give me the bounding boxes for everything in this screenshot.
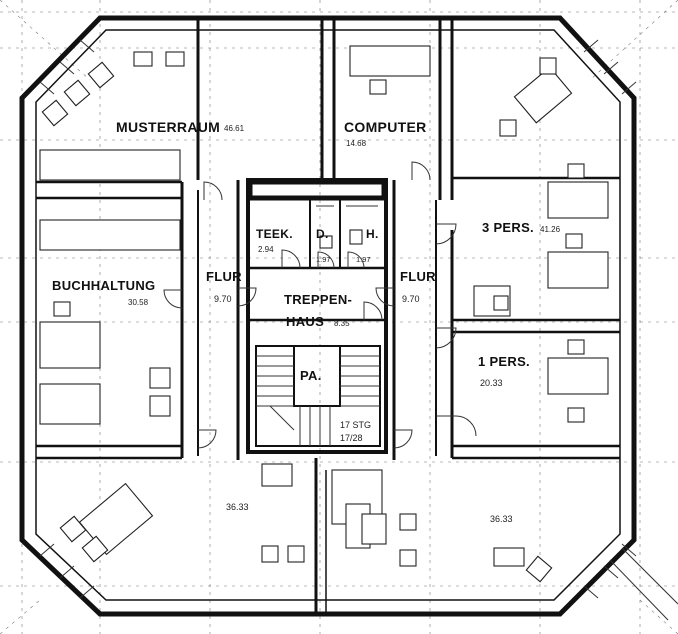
room-name-lift: PA.	[300, 368, 322, 383]
furniture	[39, 45, 609, 583]
area-treppenhaus: 8.35	[334, 319, 350, 328]
exterior-walls	[19, 15, 678, 621]
room-name-3-pers: 3 PERS.	[482, 220, 534, 235]
area-south-right: 36.33	[490, 514, 513, 524]
area-flur-left: 9.70	[214, 294, 232, 304]
area-buchhaltung: 30.58	[128, 298, 149, 307]
interior-walls	[36, 18, 620, 614]
room-name-damen: D.	[316, 227, 329, 241]
area-computer: 14.68	[346, 139, 367, 148]
area-south-left: 36.33	[226, 502, 249, 512]
area-flur-right: 9.70	[402, 294, 420, 304]
room-name-computer: COMPUTER	[344, 119, 427, 135]
room-name-teek: TEEK.	[256, 227, 293, 241]
room-name-flur-left: FLUR	[206, 269, 242, 284]
stair-label-line2: 17/28	[340, 433, 363, 443]
room-name-flur-right: FLUR	[400, 269, 436, 284]
room-name-treppenhaus-line1: TREPPEN-	[284, 292, 352, 307]
stair-label-line1: 17 STG	[340, 420, 371, 430]
doors	[163, 161, 477, 449]
room-labels: MUSTERRAUM 46.61 COMPUTER 14.68 3 PERS. …	[52, 119, 561, 524]
area-musterraum: 46.61	[224, 124, 245, 133]
area-herren: 1.97	[356, 255, 371, 264]
area-1-pers: 20.33	[480, 378, 503, 388]
area-teek: 2.94	[258, 245, 274, 254]
room-name-buchhaltung: BUCHHALTUNG	[52, 278, 155, 293]
room-name-musterraum: MUSTERRAUM	[116, 119, 220, 135]
room-name-herren: H.	[366, 227, 379, 241]
room-name-1-pers: 1 PERS.	[478, 354, 530, 369]
area-damen: 1.97	[316, 255, 331, 264]
service-core	[246, 178, 388, 454]
area-3-pers: 41.26	[540, 225, 561, 234]
room-name-treppenhaus-line2: HAUS	[286, 314, 324, 329]
